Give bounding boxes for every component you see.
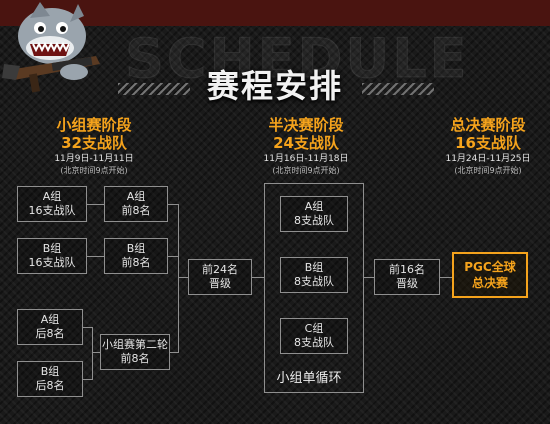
- connector: [83, 379, 92, 380]
- connector: [168, 204, 178, 205]
- stage-time-note: (北京时间9点开始): [60, 166, 128, 175]
- box-line: B组: [42, 242, 62, 255]
- box-line: 前8名: [121, 256, 151, 269]
- box-line: B组: [304, 261, 324, 274]
- stage-name: 半决赛阶段: [268, 116, 344, 134]
- connector: [92, 327, 93, 380]
- box-line: 16支战队: [28, 256, 76, 269]
- box-b-top8: B组 前8名: [104, 238, 168, 274]
- box-line: 8支战队: [294, 275, 334, 288]
- connector: [83, 327, 92, 328]
- title-stripes-right: [362, 83, 434, 95]
- connector: [87, 256, 104, 257]
- connector: [87, 204, 104, 205]
- box-semi-b-group: B组 8支战队: [280, 257, 348, 293]
- stage-team-count: 24支战队: [273, 134, 339, 152]
- page-title: 赛程安排: [206, 67, 343, 105]
- connector: [92, 352, 100, 353]
- title-stripes-left: [118, 83, 190, 95]
- connector: [252, 277, 264, 278]
- stage-name: 小组赛阶段: [56, 116, 132, 134]
- box-a-group-16: A组 16支战队: [17, 186, 87, 222]
- box-line: C组: [304, 322, 324, 335]
- stage-header-semi: 半决赛阶段 24支战队 11月16日-11月18日 (北京时间9点开始): [231, 116, 381, 176]
- stage-time-note: (北京时间9点开始): [454, 166, 522, 175]
- connector: [364, 277, 374, 278]
- box-line: 后8名: [35, 327, 65, 340]
- stage-dates: 11月16日-11月18日: [263, 154, 349, 164]
- connector: [170, 352, 178, 353]
- box-line: 前8名: [121, 204, 151, 217]
- box-line: 晋级: [396, 277, 418, 290]
- box-line: 总决赛: [471, 276, 508, 290]
- box-semi-c-group: C组 8支战队: [280, 318, 348, 354]
- stage-header-group: 小组赛阶段 32支战队 11月9日-11月11日 (北京时间9点开始): [19, 116, 169, 176]
- box-round2-top8: 小组赛第二轮 前8名: [100, 334, 170, 370]
- box-line: A组: [126, 190, 146, 203]
- stage-name: 总决赛阶段: [450, 116, 526, 134]
- stage-team-count: 32支战队: [61, 134, 127, 152]
- box-line: B组: [40, 365, 60, 378]
- connector: [178, 277, 188, 278]
- stage-dates: 11月9日-11月11日: [54, 154, 134, 164]
- connector: [178, 204, 179, 353]
- box-line: PGC全球: [464, 260, 516, 274]
- box-line: B组: [126, 242, 146, 255]
- box-a-bottom8: A组 后8名: [17, 309, 83, 345]
- box-top24-advance: 前24名 晋级: [188, 259, 252, 295]
- box-b-group-16: B组 16支战队: [17, 238, 87, 274]
- stage-header-final: 总决赛阶段 16支战队 11月24日-11月25日 (北京时间9点开始): [413, 116, 550, 176]
- connector: [168, 256, 178, 257]
- box-line: 后8名: [35, 379, 65, 392]
- pgc-final-box: PGC全球 总决赛: [452, 252, 528, 298]
- stage-dates: 11月24日-11月25日: [445, 154, 531, 164]
- box-a-top8: A组 前8名: [104, 186, 168, 222]
- box-line: 16支战队: [28, 204, 76, 217]
- box-line: 前24名: [202, 263, 238, 276]
- connector: [440, 277, 452, 278]
- box-line: 前8名: [120, 352, 150, 365]
- box-line: 8支战队: [294, 336, 334, 349]
- box-semi-a-group: A组 8支战队: [280, 196, 348, 232]
- box-line: A组: [42, 190, 62, 203]
- semi-format-label: 小组单循环: [276, 371, 342, 386]
- box-b-bottom8: B组 后8名: [17, 361, 83, 397]
- box-top16-advance: 前16名 晋级: [374, 259, 440, 295]
- background-watermark-word: SCHEDULE: [125, 27, 470, 91]
- box-line: A组: [304, 200, 324, 213]
- stage-team-count: 16支战队: [455, 134, 521, 152]
- semi-stage-frame: [264, 183, 364, 393]
- box-line: 前16名: [389, 263, 425, 276]
- top-banner-bar: [0, 0, 550, 26]
- stage-time-note: (北京时间9点开始): [272, 166, 340, 175]
- box-line: 8支战队: [294, 214, 334, 227]
- shark-with-rifle-icon: [2, 2, 100, 93]
- box-line: 小组赛第二轮: [102, 338, 168, 351]
- box-line: A组: [40, 313, 60, 326]
- box-line: 晋级: [209, 277, 231, 290]
